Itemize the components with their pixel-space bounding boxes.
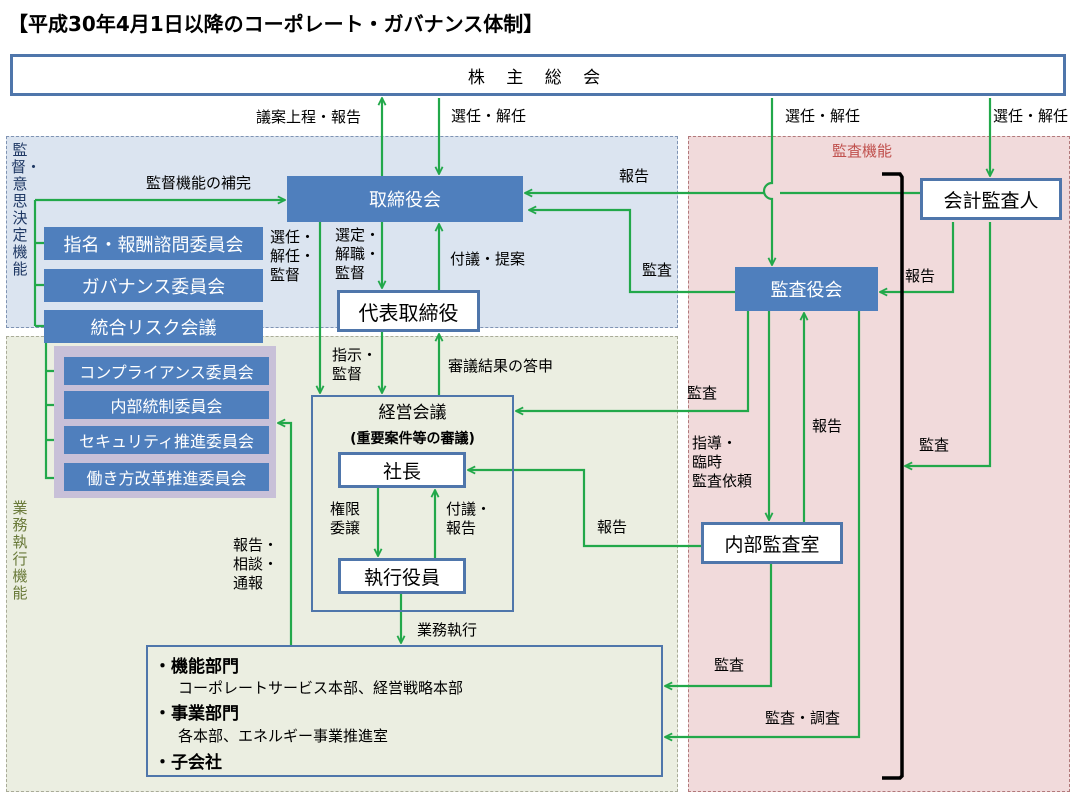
- arrow-internal-audit-depts: [665, 564, 773, 686]
- work-style-committee: 働き方改革推進委員会: [64, 463, 269, 491]
- label-audit-depts: 監査: [714, 656, 745, 674]
- label-elect-dismiss-board: 選任・解任: [451, 107, 527, 125]
- label-report-kansayaku: 報告: [905, 267, 936, 285]
- label-audit-mgmt: 監査: [687, 384, 718, 402]
- arrow-auditor-audit: [905, 222, 992, 466]
- label-propose: 付議・提案: [450, 250, 526, 268]
- dept-functional-detail: コーポレートサービス本部、経営戦略本部: [178, 679, 464, 697]
- label-agenda-report: 議案上程・報告: [256, 108, 362, 126]
- arrow-kansayaku-audit-mgmt: [516, 311, 750, 411]
- page-title: 【平成30年4月1日以降のコーポレート・ガバナンス体制】: [8, 12, 544, 36]
- label-audit-investigate: 監査・調査: [765, 709, 841, 727]
- arrow-audit-board-audit: [529, 210, 735, 294]
- label-instruct-supervise: 指示・ 監督: [332, 346, 378, 383]
- label-propose-report: 付議・ 報告: [446, 500, 492, 537]
- label-elect-dismiss-supervise: 選任・ 解任・ 監督: [270, 228, 316, 284]
- board-of-directors: 取締役会: [287, 176, 523, 222]
- label-audit-board: 監査: [642, 261, 673, 279]
- label-report-internal: 報告: [812, 417, 843, 435]
- dept-subsidiaries: ・子会社: [154, 753, 222, 773]
- label-elect-dismiss-auditor: 選任・解任: [993, 107, 1069, 125]
- nomination-compensation-committee: 指名・報酬諮問委員会: [44, 227, 263, 260]
- dept-business: ・事業部門: [154, 704, 239, 724]
- audit-and-supervisory-board: 監査役会: [735, 267, 878, 311]
- internal-audit-office: 内部監査室: [701, 522, 843, 564]
- label-select-dismiss-supervise: 選定・ 解職・ 監督: [335, 226, 381, 282]
- departments-box: ・機能部門 コーポレートサービス本部、経営戦略本部 ・事業部門 各本部、エネルギ…: [146, 645, 663, 777]
- executive-officers: 執行役員: [338, 558, 466, 594]
- management-meeting-subtitle: (重要案件等の審議): [350, 431, 475, 447]
- dept-functional: ・機能部門: [154, 657, 239, 677]
- oversight-region-label: 監督・意思決定機能: [11, 141, 42, 278]
- accounting-auditor: 会計監査人: [920, 178, 1062, 220]
- arrow-elect-audit-board: [762, 98, 772, 265]
- arrow-depts-report: [278, 423, 293, 645]
- audit-region: [688, 136, 1070, 792]
- management-meeting: [311, 395, 514, 612]
- label-report-president: 報告: [597, 518, 628, 536]
- audit-region-label: 監査機能: [832, 142, 893, 160]
- label-delegate: 権限 委譲: [330, 500, 361, 537]
- management-meeting-title: 経営会議: [378, 403, 447, 423]
- president: 社長: [338, 452, 466, 488]
- governance-committee: ガバナンス委員会: [44, 269, 263, 302]
- security-committee: セキュリティ推進委員会: [64, 426, 269, 454]
- label-supplement: 監督機能の補完: [146, 174, 252, 192]
- representative-director: 代表取締役: [337, 290, 480, 332]
- shareholders-meeting: 株 主 総 会: [10, 54, 1066, 96]
- label-deliberation-result: 審議結果の答申: [448, 357, 554, 375]
- label-auditor-report: 報告: [619, 167, 650, 185]
- arrow-auditor-report-kansayaku: [880, 222, 955, 292]
- label-audit-auditor: 監査: [919, 436, 950, 454]
- audit-bracket: [882, 172, 904, 780]
- label-guidance: 指導・ 臨時 監査依頼: [692, 434, 753, 490]
- compliance-committee: コンプライアンス委員会: [64, 357, 269, 385]
- execution-region-label: 業務執行機能: [12, 499, 28, 602]
- arrow-internal-report-president: [468, 470, 701, 548]
- label-report-consult: 報告・ 相談・ 通報: [233, 536, 279, 592]
- internal-control-committee: 内部統制委員会: [64, 391, 269, 419]
- label-execution: 業務執行: [417, 621, 478, 639]
- dept-business-detail: 各本部、エネルギー事業推進室: [178, 727, 389, 745]
- integrated-risk-meeting: 統合リスク会議: [44, 310, 263, 343]
- label-elect-dismiss-audit-board: 選任・解任: [785, 107, 861, 125]
- arrow-kansayaku-audit-depts: [665, 311, 861, 737]
